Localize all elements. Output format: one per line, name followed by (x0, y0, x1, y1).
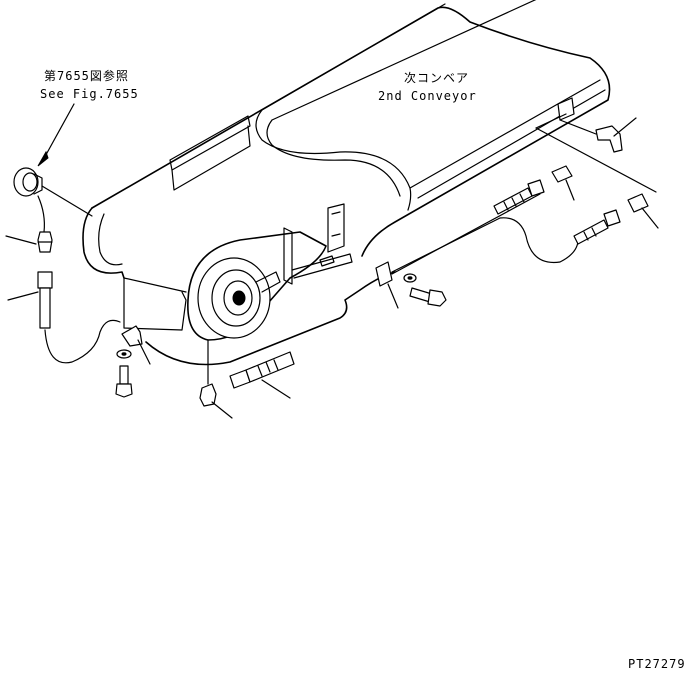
right-hose-route-upper (391, 193, 541, 275)
upper-right-hose-stripes (503, 193, 525, 211)
center-hose-leader (261, 379, 291, 399)
lower-center-hose (199, 339, 295, 419)
right-hose-route (391, 217, 579, 273)
hose-down-to-adapter (37, 195, 45, 233)
lower-right-adapter (627, 193, 649, 213)
top-right-bracket-line (535, 127, 657, 193)
hose-to-belt (41, 185, 93, 217)
left-hose-body (39, 287, 51, 329)
reference-en-label: See Fig.7655 (40, 87, 139, 101)
right-washer-hole (407, 276, 413, 280)
right-clamp-assembly (375, 193, 579, 309)
grease-fitting-nut (33, 173, 43, 195)
upper-right-adapter (551, 165, 573, 183)
belt-sweep-curve (255, 109, 412, 211)
center-hose-body (245, 351, 295, 383)
top-right-bracket-rail (535, 113, 597, 135)
lower-right-hose-fitting (603, 209, 621, 227)
left-washer-hole (121, 352, 127, 356)
right-clamp (375, 261, 393, 287)
side-rail (169, 115, 251, 171)
head-pulley-assembly (187, 203, 353, 341)
reference-jp-label: 第7655図参照 (44, 68, 129, 83)
upper-right-hose-fitting (527, 179, 545, 197)
reference-leader-line (41, 103, 75, 163)
belt-left-end (82, 207, 125, 279)
top-right-bracket (557, 97, 575, 121)
motor-bracket-plate (319, 255, 335, 267)
left-hose-route (44, 319, 121, 364)
lower-right-hose-body (573, 219, 609, 245)
left-hose-top-fitting (37, 271, 53, 289)
conveyor-en-label: 2nd Conveyor (378, 89, 477, 103)
conveyor-belt-top-edge (91, 6, 611, 257)
pulley-shaft (232, 290, 246, 306)
reference-arrowhead (37, 150, 49, 167)
upper-right-adapter-leader (565, 179, 575, 201)
left-clamp-leader (137, 339, 151, 365)
left-bolt-shank (119, 365, 129, 385)
conveyor-belt-inner-line-1 (261, 0, 537, 121)
belt-left-end-inner (98, 213, 123, 266)
pulley-housing (187, 231, 327, 341)
left-hose-assembly (5, 167, 151, 398)
motor-bracket-1 (283, 227, 293, 285)
elbow-leader (211, 401, 233, 419)
left-hose-clamp (121, 325, 143, 347)
left-adapter-leader (5, 235, 37, 245)
center-hose-stripes (257, 359, 279, 377)
left-hose-leader (7, 291, 39, 301)
belt-sweep-curve-inner (266, 119, 401, 197)
reference-callout: 第7655図参照 See Fig.7655 (37, 68, 139, 167)
drawing-number: PT27279 (628, 657, 686, 671)
belt-bottom-edge (145, 271, 396, 366)
lower-right-hose-stripes (583, 227, 597, 241)
lower-housing-top (123, 277, 187, 293)
top-right-elbow (595, 125, 623, 153)
lower-right-adapter-leader (641, 207, 659, 229)
left-bolt-head (115, 383, 133, 398)
right-hose-assembly (493, 97, 659, 245)
conveyor-label: 次コンベア 2nd Conveyor (378, 71, 477, 103)
right-clamp-leader (387, 283, 399, 309)
conveyor-jp-label: 次コンベア (404, 71, 469, 85)
pulley-arm (255, 271, 281, 293)
motor-bracket-2 (327, 203, 345, 253)
lower-housing (123, 277, 187, 331)
side-rail-lower (171, 125, 251, 191)
grease-fitting-face (22, 172, 38, 192)
top-right-elbow-leader (613, 117, 637, 137)
second-conveyor-body (82, 0, 611, 366)
right-bolt-head (427, 289, 447, 307)
